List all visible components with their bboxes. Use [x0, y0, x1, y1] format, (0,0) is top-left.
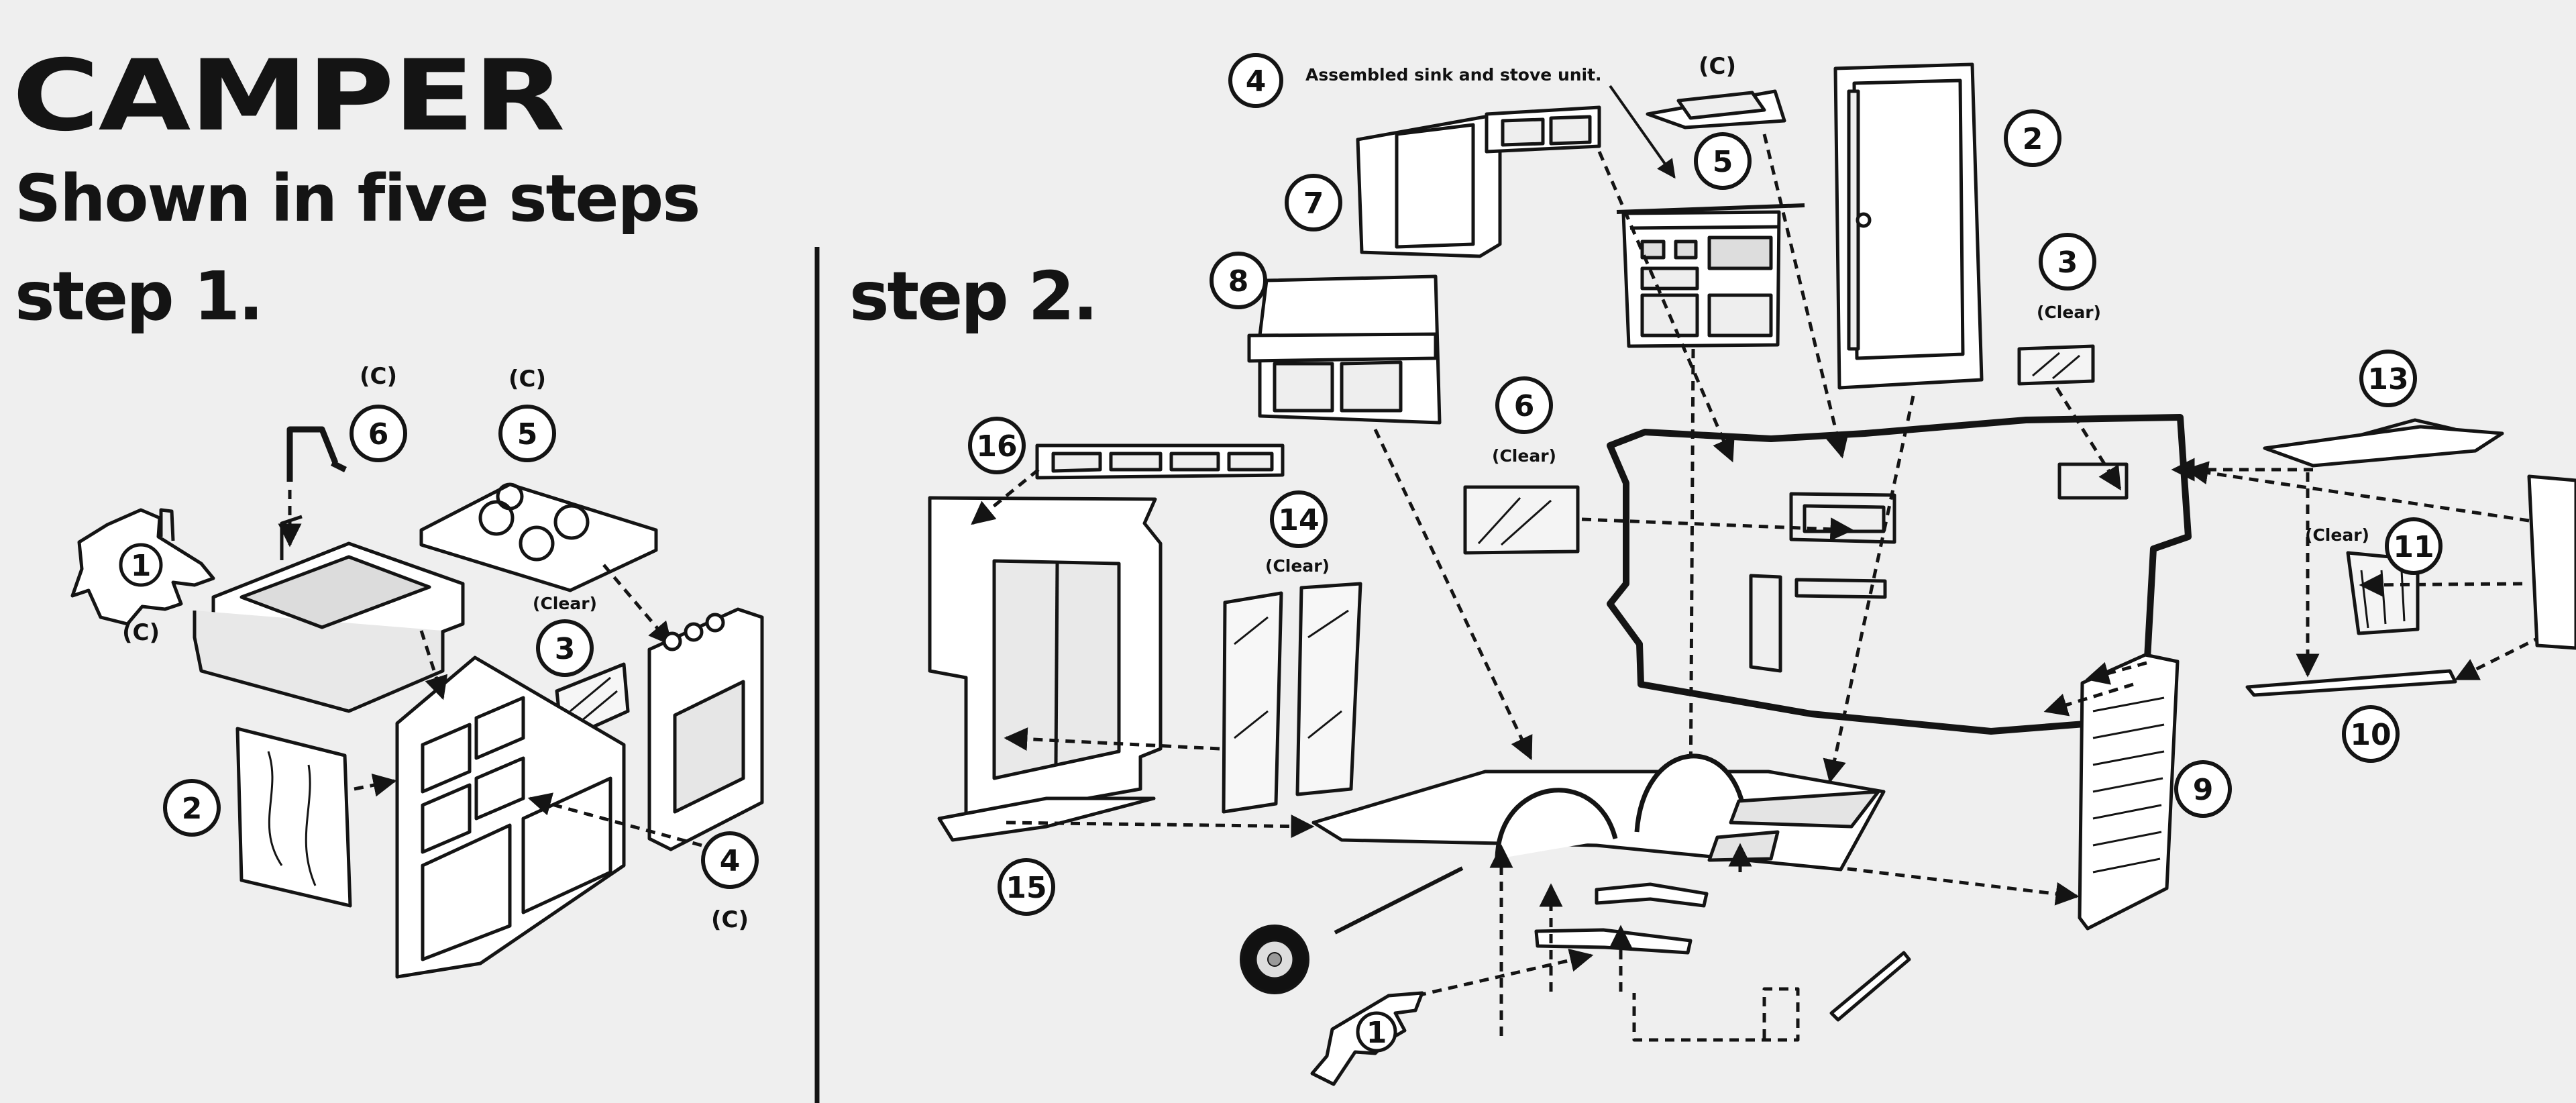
callout-number: 1 — [131, 549, 152, 583]
step2-title: step 2. — [849, 257, 1098, 335]
callout-number: 11 — [2393, 530, 2434, 564]
range-hood-part — [1646, 89, 1786, 129]
tall-closet-part — [1833, 62, 1984, 390]
callout-tag: (C) — [360, 363, 397, 390]
callout-tag: (Clear) — [1492, 446, 1556, 466]
callout-tag: (C) — [122, 619, 160, 646]
step1-callouts: 1 (C) 6 (C) 5 (C) 3 (Clear) 4 (C) 2 — [119, 363, 759, 933]
callout-7: 7 — [1285, 174, 1342, 231]
callout-number: 9 — [2193, 773, 2214, 807]
callout-14: 14 (Clear) — [1265, 490, 1330, 576]
stovetop-part — [419, 482, 658, 592]
callout-hand-1: 1 (C) — [119, 543, 163, 646]
callout-1: 1 — [1356, 1011, 1397, 1053]
floor-panel-part — [2245, 669, 2457, 697]
page-title: CAMPER — [12, 38, 566, 153]
callout-4: 4 Assembled sink and stove unit. — [1228, 53, 1602, 108]
floor-chassis-part — [1311, 753, 1886, 872]
callout-16: 16 — [968, 417, 1026, 474]
roof-vent-part — [2263, 418, 2504, 468]
callout-number: 6 — [368, 417, 389, 452]
clear-window-part — [1463, 485, 1580, 555]
oven-part — [647, 607, 764, 851]
callout-11: 11 (Clear) — [2305, 517, 2443, 575]
callout-tag: (Clear) — [533, 594, 597, 613]
callout-number: 13 — [2367, 362, 2408, 397]
callout-number: 3 — [555, 632, 576, 666]
sink-part — [193, 515, 465, 713]
callout-tag: (Clear) — [2037, 303, 2101, 322]
callout-13: 13 — [2359, 350, 2417, 407]
step1-illustration — [70, 426, 764, 979]
callout-2: 2 — [2004, 109, 2061, 167]
side-wall-part — [2078, 653, 2180, 931]
callout-15: 15 — [998, 858, 1055, 916]
callout-number: 2 — [2023, 122, 2043, 156]
callout-number: 7 — [1303, 187, 1324, 221]
rear-wall-part — [2527, 474, 2576, 650]
window-rail-part — [1035, 443, 1285, 480]
callout-3: 3 (Clear) — [2037, 233, 2101, 322]
callout-2: 2 — [163, 779, 221, 837]
callout-5: 5 (C) — [1694, 53, 1752, 190]
callout-number: 14 — [1278, 503, 1319, 537]
callout-number: 8 — [1228, 264, 1249, 299]
callout-tag: (C) — [508, 366, 546, 392]
callout-10: 10 — [2342, 705, 2400, 763]
callout-number: 4 — [1246, 64, 1267, 99]
callout-number: 2 — [182, 792, 203, 826]
callout-6: 6 (Clear) — [1492, 376, 1556, 466]
assembly-note: Assembled sink and stove unit. — [1305, 65, 1602, 85]
callout-tag: (Clear) — [1265, 556, 1330, 576]
callout-tag: (C) — [1699, 53, 1736, 80]
callout-4: 4 (C) — [701, 831, 759, 933]
callout-number: 16 — [976, 429, 1017, 464]
wheel-part — [1240, 925, 1309, 994]
step1-title: step 1. — [15, 257, 264, 335]
callout-number: 10 — [2350, 718, 2391, 752]
step2-callouts: 4 Assembled sink and stove unit. 7 8 5 (… — [968, 53, 2443, 1053]
wall-cabinet-part — [1356, 105, 1601, 258]
callout-3: 3 (Clear) — [533, 594, 597, 677]
faucet-part — [286, 426, 347, 482]
callout-9: 9 — [2174, 760, 2232, 818]
clear-pane-part — [2017, 344, 2095, 386]
callout-tag: (Clear) — [2305, 525, 2369, 545]
callout-number: 5 — [1713, 145, 1733, 179]
callout-number: 6 — [1514, 389, 1535, 423]
sink-cabinet-part — [1247, 274, 1442, 425]
woodgrain-panel-part — [235, 727, 352, 908]
callout-number: 1 — [1366, 1016, 1387, 1050]
callout-number: 15 — [1006, 871, 1046, 905]
step2-illustration — [928, 62, 2576, 1086]
callout-8: 8 — [1210, 252, 1267, 309]
cabinet-part — [395, 655, 626, 979]
front-wall-part — [928, 496, 1163, 842]
page-subtitle: Shown in five steps — [15, 161, 700, 236]
callout-number: 5 — [517, 417, 538, 452]
stove-unit-part — [1616, 203, 1805, 348]
callout-number: 4 — [720, 844, 741, 878]
callout-number: 3 — [2057, 246, 2078, 280]
callout-6: 6 (C) — [350, 363, 407, 462]
clear-windows-part — [1222, 582, 1362, 814]
callout-5: 5 (C) — [498, 366, 556, 462]
callout-tag: (C) — [711, 906, 749, 933]
